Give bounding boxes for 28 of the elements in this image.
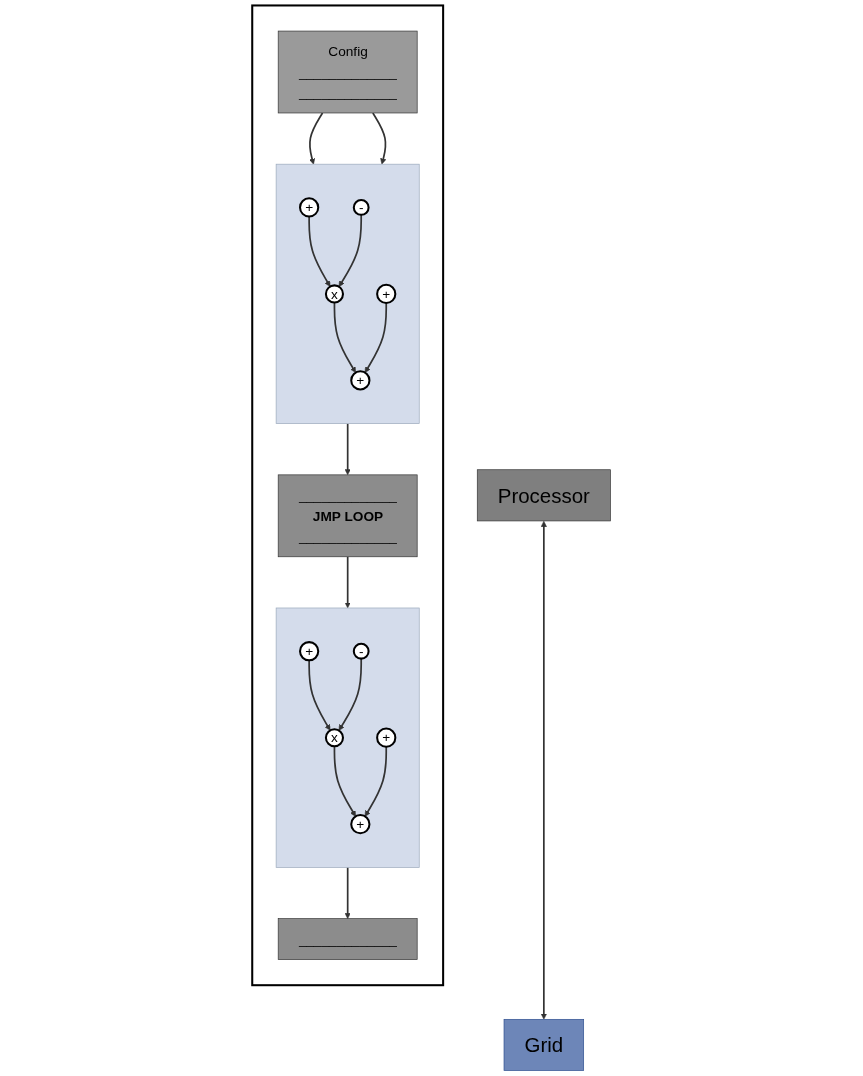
node-box: _____________ [278, 918, 418, 960]
node-box: Config _____________ _____________ [278, 30, 418, 114]
node-circle: + [299, 641, 320, 662]
arrow [338, 657, 363, 731]
cluster [275, 163, 420, 424]
node-box: Grid [503, 1019, 585, 1071]
node-circle: - [352, 642, 370, 660]
node-circle: + [299, 197, 320, 218]
node-circle: x [325, 284, 345, 304]
arrow [308, 659, 331, 731]
node-circle: + [350, 370, 371, 391]
cluster [275, 607, 420, 868]
node-circle: - [352, 199, 370, 216]
node-circle: + [350, 814, 371, 835]
arrow [344, 422, 351, 476]
arrow [309, 112, 324, 165]
node-circle: + [376, 283, 397, 305]
node-box: _____________ JMP LOOP _____________ [278, 474, 418, 558]
arrow [364, 302, 388, 373]
arrow [344, 866, 351, 919]
node-box: Processor [477, 469, 611, 522]
arrow [541, 520, 547, 1020]
arrow [338, 213, 363, 287]
cluster [251, 4, 445, 987]
node-circle: + [376, 727, 397, 748]
arrow [344, 555, 351, 609]
arrow [372, 112, 387, 165]
node-circle: x [325, 728, 345, 748]
